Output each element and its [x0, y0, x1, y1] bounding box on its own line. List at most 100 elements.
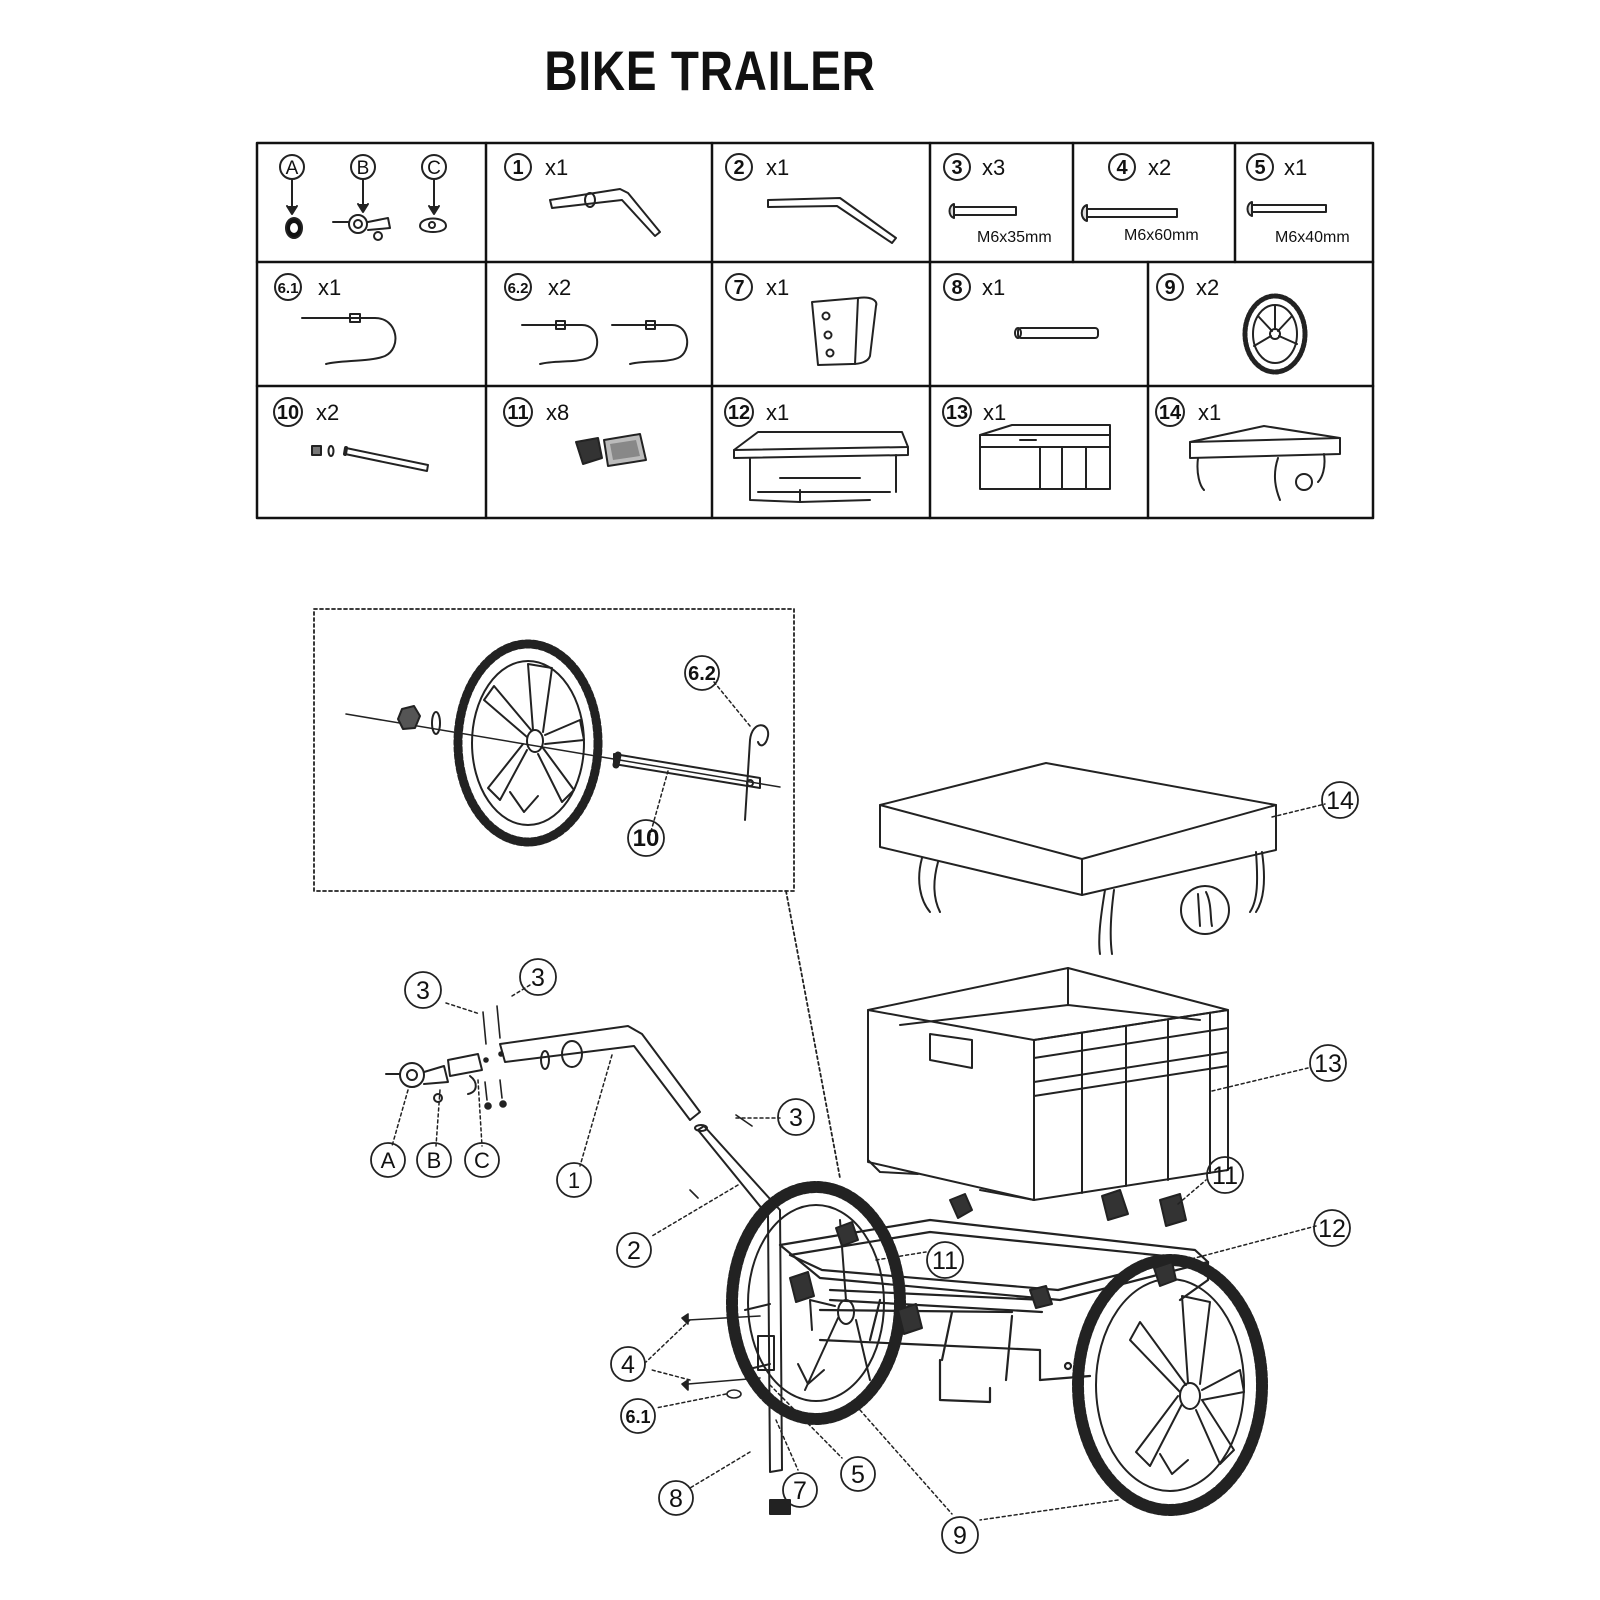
- hitch-tube-icon: [549, 188, 661, 237]
- part-number-1: 1: [512, 157, 523, 179]
- cover-icon: [1189, 425, 1341, 501]
- trailer-frame-icon: [733, 431, 909, 503]
- inset-wheel-icon: [453, 639, 603, 847]
- table-cell-part-6-1: 6.1 x1: [274, 273, 397, 365]
- callout-b: B: [427, 1148, 442, 1173]
- bolt-icon: [1246, 201, 1327, 217]
- part-label-c: C: [427, 158, 441, 179]
- part-number-14: 14: [1159, 402, 1182, 424]
- mounting-bracket-icon: [811, 296, 878, 366]
- table-cell-part-8: 8 x1: [943, 273, 1099, 339]
- table-cell-part-7: 7 x1: [725, 273, 878, 366]
- callout-a: A: [381, 1148, 396, 1173]
- callout-11-left: 11: [932, 1247, 958, 1275]
- parts-table: [255, 141, 1375, 520]
- tow-arm-illustration: [694, 1124, 791, 1515]
- bolt-icon: [948, 203, 1017, 219]
- part-number-12: 12: [728, 402, 750, 424]
- part-number-6-2: 6.2: [508, 280, 529, 297]
- part-number-7: 7: [733, 277, 744, 299]
- part-qty-6-1: x1: [318, 275, 341, 300]
- part-number-8: 8: [951, 277, 962, 299]
- table-cell-part-4: 4 x2 M6x60mm: [1080, 153, 1199, 244]
- part-qty-11: x8: [546, 400, 569, 425]
- callout-2: 2: [627, 1237, 641, 1265]
- leader-lines: [391, 803, 1326, 1521]
- table-cell-part-14: 14 x1: [1155, 397, 1341, 501]
- part-qty-13: x1: [983, 400, 1006, 425]
- part-label-b: B: [357, 158, 370, 179]
- table-cell-part-6-2: 6.2 x2: [504, 273, 688, 365]
- tube-icon: [1014, 327, 1099, 339]
- callout-11-right: 11: [1212, 1162, 1238, 1190]
- part-number-3: 3: [951, 157, 962, 179]
- table-cell-part-1: 1 x1: [504, 153, 661, 237]
- callout-3-right: 3: [531, 964, 545, 992]
- table-cell-part-2: 2 x1: [725, 153, 897, 244]
- callout-3-left: 3: [416, 977, 430, 1005]
- part-qty-7: x1: [766, 275, 789, 300]
- table-cell-part-11: 11 x8: [503, 397, 647, 467]
- part-qty-6-2: x2: [548, 275, 571, 300]
- part-qty-3: x3: [982, 155, 1005, 180]
- callout-1: 1: [568, 1168, 580, 1193]
- storage-box-icon: [979, 424, 1111, 490]
- callout-9: 9: [953, 1522, 967, 1550]
- callout-3-arm: 3: [789, 1104, 803, 1132]
- wheel-icon: [1242, 293, 1308, 375]
- part-qty-12: x1: [766, 400, 789, 425]
- inset-pin-icon: [744, 724, 770, 821]
- callout-12: 12: [1318, 1215, 1346, 1243]
- part-number-4: 4: [1116, 157, 1128, 179]
- hitch-coupler-icon: [332, 214, 391, 241]
- part-number-9: 9: [1164, 277, 1175, 299]
- spring-pin-icon: [301, 313, 397, 365]
- storage-box-illustration: [867, 967, 1229, 1201]
- table-cell-hitch: A B C: [279, 154, 447, 241]
- page-title: BIKE TRAILER: [544, 39, 876, 102]
- right-wheel-illustration: [1072, 1254, 1268, 1516]
- hitch-clip-icon: [419, 217, 447, 233]
- part-number-6-1: 6.1: [278, 280, 299, 297]
- callout-4: 4: [621, 1351, 635, 1379]
- callout-13: 13: [1314, 1050, 1342, 1078]
- table-cell-part-12: 12 x1: [724, 397, 909, 503]
- part-number-2: 2: [733, 157, 744, 179]
- table-cell-part-3: 3 x3 M6x35mm: [943, 153, 1052, 246]
- part-qty-9: x2: [1196, 275, 1219, 300]
- part-number-10: 10: [277, 402, 299, 424]
- cover-illustration: [879, 762, 1277, 955]
- part-qty-14: x1: [1198, 400, 1221, 425]
- spring-pin-icon: [611, 320, 688, 365]
- part-number-13: 13: [946, 402, 968, 424]
- callout-8: 8: [669, 1485, 683, 1513]
- part-qty-8: x1: [982, 275, 1005, 300]
- callout-14: 14: [1326, 787, 1354, 815]
- callout-6-1: 6.1: [625, 1407, 650, 1427]
- spring-pin-icon: [521, 320, 598, 365]
- axle-nut-icon: [397, 705, 441, 735]
- hitch-assembly-illustration: [385, 1025, 701, 1121]
- part-qty-5: x1: [1284, 155, 1307, 180]
- ring-clip-icon: [285, 217, 303, 239]
- axle-icon: [311, 445, 429, 472]
- part-qty-2: x1: [766, 155, 789, 180]
- callout-5: 5: [851, 1461, 865, 1489]
- bolt-size-4: M6x60mm: [1124, 227, 1199, 244]
- part-number-5: 5: [1254, 157, 1265, 179]
- part-number-11: 11: [507, 402, 528, 424]
- tow-arm-icon: [767, 197, 897, 244]
- bolt-size-5: M6x40mm: [1275, 229, 1350, 246]
- callout-c: C: [474, 1148, 490, 1173]
- callout-10: 10: [633, 825, 660, 852]
- callouts: 6.2 10 14 13 3 3 3 A B C 1 11 11 12 2 4: [370, 655, 1359, 1554]
- part-qty-10: x2: [316, 400, 339, 425]
- wheel-detail-inset: [313, 608, 841, 1179]
- reflector-icon: [575, 433, 647, 467]
- callout-7: 7: [793, 1477, 807, 1505]
- table-cell-part-5: 5 x1 M6x40mm: [1246, 153, 1350, 246]
- bolt-icon: [1080, 204, 1178, 222]
- left-wheel-illustration: [726, 1181, 906, 1425]
- part-qty-4: x2: [1148, 155, 1171, 180]
